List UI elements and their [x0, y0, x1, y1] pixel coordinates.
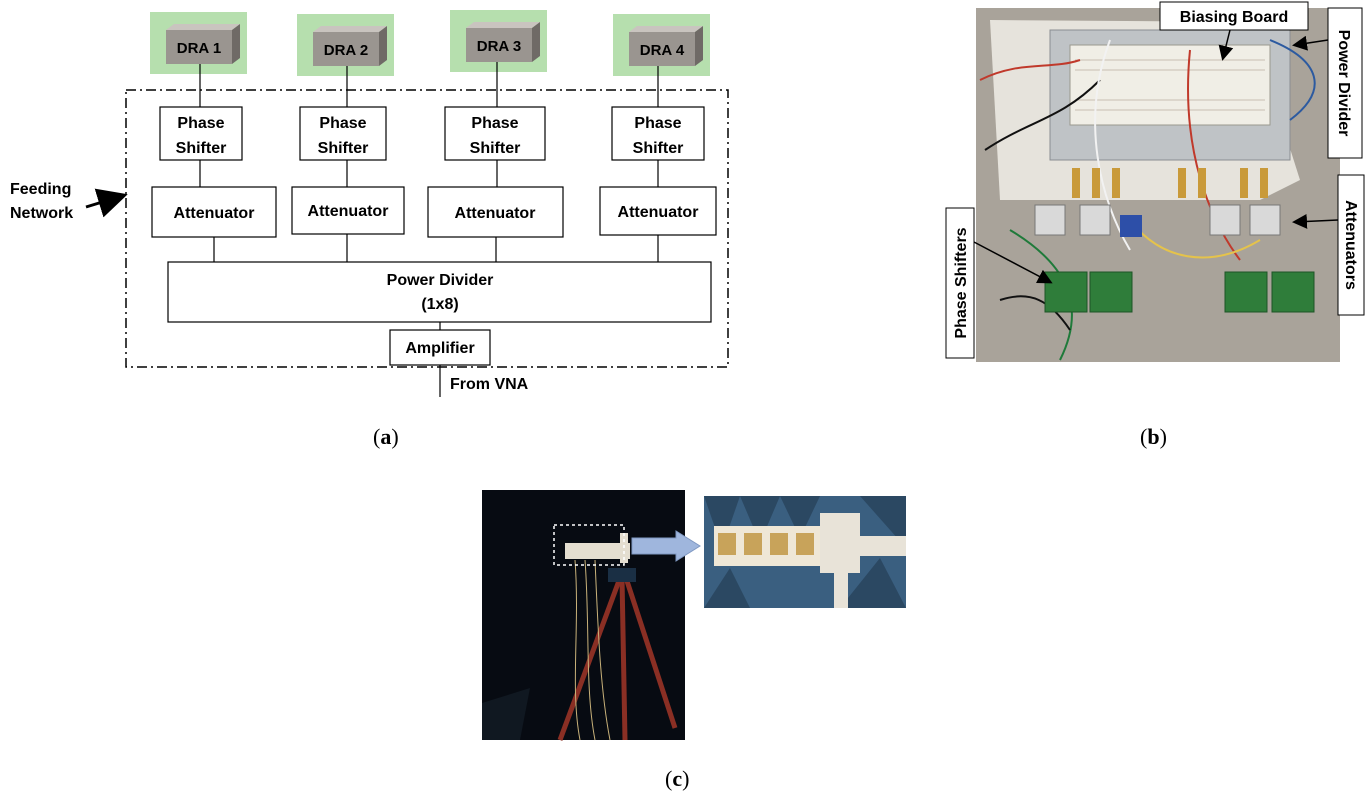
svg-text:Attenuator: Attenuator — [618, 204, 699, 221]
phase-shifter-1: Phase Shifter — [159, 106, 243, 161]
biasing-board-label-box — [1159, 1, 1309, 31]
phase-shifter-3: Phase Shifter — [444, 106, 546, 161]
attenuator-2: Attenuator — [291, 186, 405, 235]
svg-text:Attenuator: Attenuator — [308, 203, 389, 220]
chamber-photo — [482, 490, 906, 741]
svg-text:Shifter: Shifter — [176, 140, 227, 157]
caption-c: (c) — [665, 766, 690, 791]
attenuator-4: Attenuator — [599, 186, 717, 236]
attenuator-1: Attenuator — [151, 186, 277, 238]
svg-text:Attenuator: Attenuator — [455, 205, 536, 222]
dra-4-label: DRA 4 — [640, 42, 685, 59]
svg-text:Attenuator: Attenuator — [174, 205, 255, 222]
feeding-network-boundary — [125, 89, 729, 368]
svg-text:Phase: Phase — [177, 115, 224, 132]
dra-4: DRA 4 — [613, 14, 710, 76]
attenuator-3: Attenuator — [427, 186, 564, 238]
phase-shifter-2: Phase Shifter — [299, 106, 387, 161]
svg-text:Phase: Phase — [471, 115, 518, 132]
dra-1: DRA 1 — [150, 12, 247, 74]
feeding-network-label-1: Feeding — [10, 181, 71, 198]
board-photo: Biasing Board Power Divider Attenuators … — [945, 1, 1365, 362]
feeding-network-diagram: DRA 1 DRA 2 DRA 3 DRA 4 — [10, 10, 729, 397]
dra-3-label: DRA 3 — [477, 38, 521, 55]
svg-text:Phase: Phase — [319, 115, 366, 132]
phase-shifter-4: Phase Shifter — [611, 106, 705, 161]
svg-text:Shifter: Shifter — [633, 140, 684, 157]
svg-text:Amplifier: Amplifier — [405, 340, 474, 357]
phase-shifters-label-box — [945, 207, 975, 359]
amplifier-block: Amplifier — [389, 329, 491, 366]
caption-b: (b) — [1140, 424, 1167, 449]
svg-text:Power Divider: Power Divider — [387, 272, 494, 289]
svg-text:Shifter: Shifter — [470, 140, 521, 157]
power-divider-label: Power Divider — [1335, 30, 1352, 137]
feeding-network-arrow — [85, 188, 128, 218]
power-divider-block: Power Divider (1x8) — [167, 261, 712, 323]
attenuators-label: Attenuators — [1342, 200, 1359, 290]
zoom-arrow — [631, 530, 701, 562]
phase-shifters-label: Phase Shifters — [953, 227, 970, 338]
dra-2-label: DRA 2 — [324, 42, 368, 59]
connector-lines — [199, 62, 659, 397]
feeding-network-label-2: Network — [10, 205, 73, 222]
dra-3: DRA 3 — [450, 10, 547, 72]
svg-text:(1x8): (1x8) — [421, 296, 458, 313]
caption-a: (a) — [373, 424, 399, 449]
array-zoom-box — [553, 524, 625, 566]
biasing-board-label: Biasing Board — [1180, 9, 1288, 26]
attenuators-label-box — [1337, 174, 1365, 316]
from-vna-label: From VNA — [450, 376, 529, 393]
svg-text:Phase: Phase — [634, 115, 681, 132]
power-divider-label-box — [1327, 7, 1363, 159]
dra-2: DRA 2 — [297, 14, 394, 76]
svg-text:Shifter: Shifter — [318, 140, 369, 157]
dra-1-label: DRA 1 — [177, 40, 221, 57]
